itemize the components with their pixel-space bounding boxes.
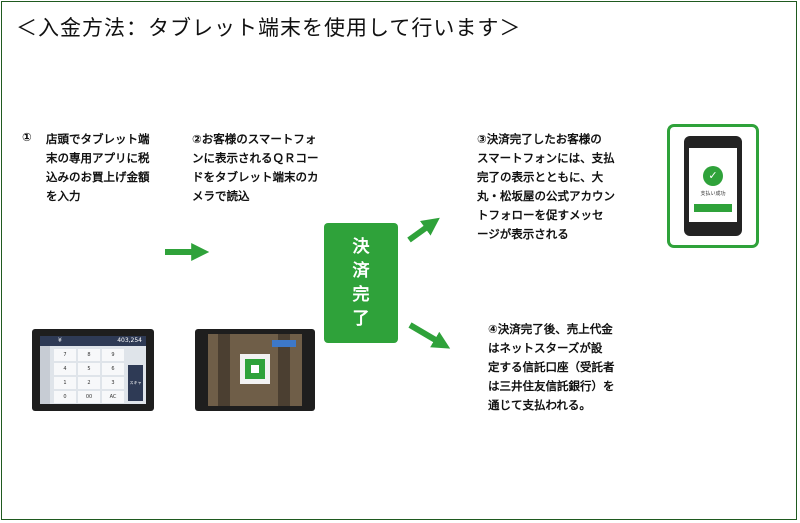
keypad-key: 6 xyxy=(102,363,124,375)
keypad-key: 7 xyxy=(54,349,76,361)
keypad-key: 4 xyxy=(54,363,76,375)
keypad-key: 8 xyxy=(78,349,100,361)
qr-code-card xyxy=(240,354,270,384)
currency-symbol: ¥ xyxy=(58,337,62,344)
step2-text: ②お客様のスマートフォ ンに表示されるＱＲコー ドをタブレット端末のカ メラで読… xyxy=(192,132,319,203)
step4-text: ④決済完了後、売上代金 はネットスターズが設 定する信託口座（受託者 は三井住友… xyxy=(488,322,615,412)
smartphone: ✓ 支払い成功 xyxy=(684,136,742,236)
background-stripe xyxy=(218,334,230,406)
tablet-screen: ¥ 403,254 7 8 9 4 5 6 1 2 3 0 00 AC スキャン xyxy=(40,336,146,421)
keypad-key: 0 xyxy=(54,391,76,403)
scan-status-label xyxy=(272,340,296,347)
arrow-done-to-step3 xyxy=(407,217,440,243)
step1-number: ① xyxy=(22,130,32,144)
step3-text: ③決済完了したお客様の スマートフォンには、支払 完了の表示とともに、大 丸・松… xyxy=(477,132,615,241)
tablet-side-panel xyxy=(40,346,50,404)
payment-complete-label: 決 済 完 了 xyxy=(352,237,370,329)
keypad-key: 00 xyxy=(78,391,100,403)
success-check-icon: ✓ xyxy=(703,166,723,186)
payment-success-message: 支払い成功 xyxy=(700,191,726,197)
page-title: ＜入金方法：タブレット端末を使用して行います＞ xyxy=(16,16,522,40)
keypad-key: AC xyxy=(102,391,124,403)
keypad-key: 9 xyxy=(102,349,124,361)
camera-view xyxy=(208,334,302,406)
scan-button: スキャン xyxy=(128,365,143,421)
qr-code-center xyxy=(251,365,259,373)
phone-confirm-button xyxy=(694,204,732,212)
arrow-done-to-step4 xyxy=(408,322,451,349)
phone-screen: ✓ 支払い成功 xyxy=(689,148,737,222)
tablet-qr-scan-image xyxy=(195,329,315,411)
tablet-amount-entry-image: ¥ 403,254 7 8 9 4 5 6 1 2 3 0 00 AC スキャン xyxy=(32,329,154,421)
payment-complete-box: 決 済 完 了 xyxy=(324,223,398,343)
background-stripe xyxy=(278,334,290,406)
keypad-key: 1 xyxy=(54,377,76,389)
keypad-key: 3 xyxy=(102,377,124,389)
phone-image-frame: ✓ 支払い成功 xyxy=(667,124,759,248)
keypad-key: 5 xyxy=(78,363,100,375)
qr-code-icon xyxy=(245,359,265,379)
amount-bar: ¥ 403,254 xyxy=(40,336,146,346)
keypad: 7 8 9 4 5 6 1 2 3 0 00 AC xyxy=(54,349,126,403)
amount-value: 403,254 xyxy=(117,337,142,344)
keypad-key: 2 xyxy=(78,377,100,389)
step1-text: 店頭でタブレット端 末の専用アプリに税 込みのお買上げ金額 を入力 xyxy=(46,132,150,203)
